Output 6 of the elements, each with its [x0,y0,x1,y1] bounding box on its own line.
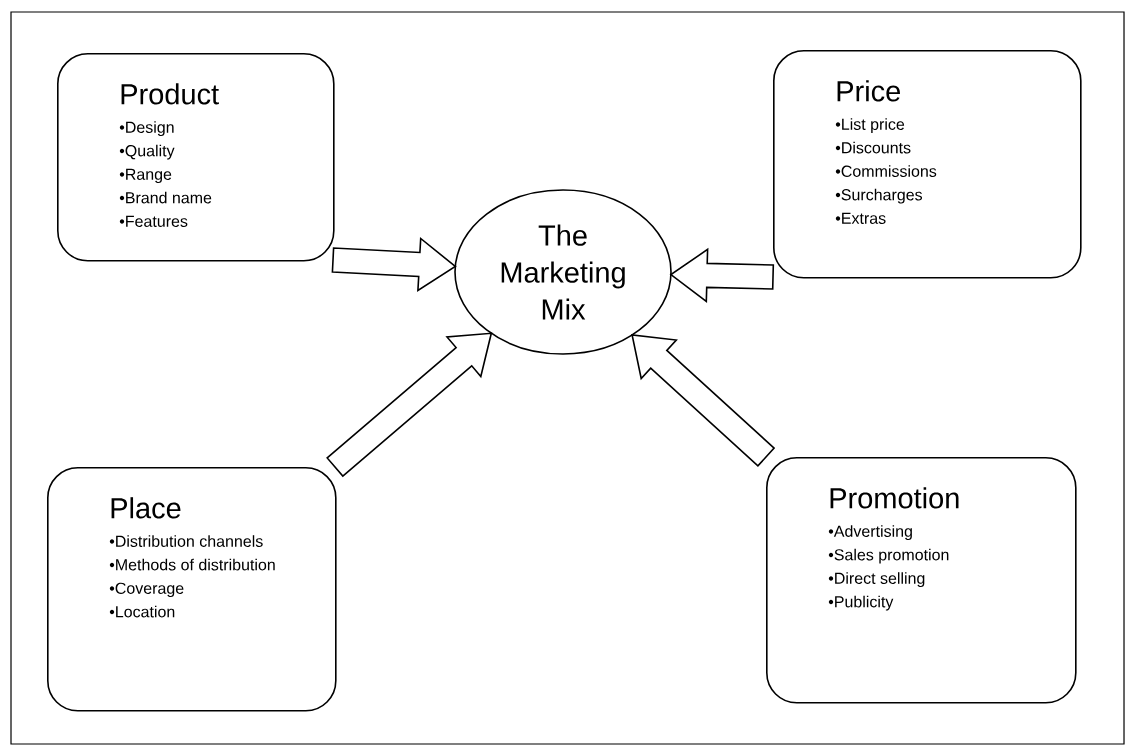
block-arrow [669,247,775,303]
list-box: Price •List price •Discounts •Commissions •Surcharges •Extras [773,50,1082,279]
list-box: Place •Distribution channels •Methods of distribution •Coverage •Location [47,467,337,712]
list-box: Promotion •Advertising •Sales promotion •Direct selling •Publicity [766,457,1077,704]
list-box: Product •Design •Quality •Range •Brand name •Features [57,53,335,262]
block-arrow [331,236,457,293]
